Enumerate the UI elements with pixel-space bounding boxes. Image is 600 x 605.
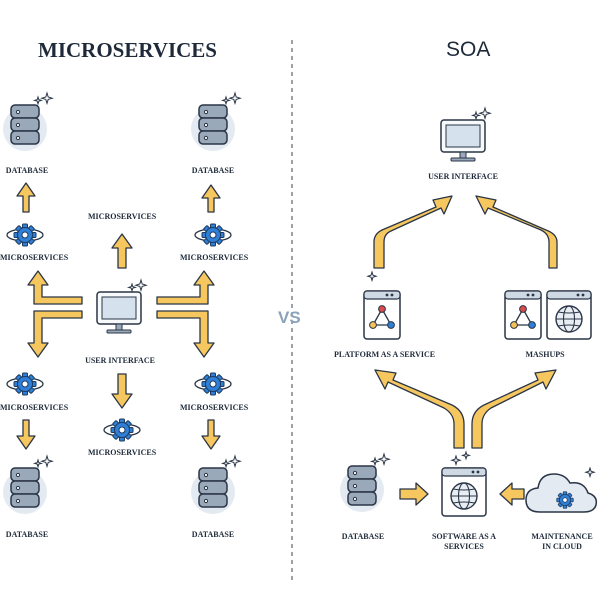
saas-browser-globe-icon bbox=[441, 467, 487, 517]
label-database-top-left: DATABASE bbox=[5, 166, 49, 175]
left-user-interface-monitor-icon bbox=[96, 279, 147, 334]
left-gear-lower-right-icon bbox=[194, 372, 232, 396]
soa-title: SOA bbox=[446, 38, 491, 61]
mashups-browser-globe-icon bbox=[546, 290, 592, 340]
label-saas-line2: SERVICES bbox=[444, 542, 484, 551]
label-microservices-upper-left: MICROSERVICES bbox=[0, 253, 69, 262]
right-arrows bbox=[373, 195, 558, 506]
label-microservices-bottom-center: MICROSERVICES bbox=[88, 448, 157, 457]
label-database-bottom-left: DATABASE bbox=[5, 530, 49, 539]
microservices-title: MICROSERVICES bbox=[38, 38, 217, 62]
label-microservices-top-center: MICROSERVICES bbox=[88, 212, 157, 221]
left-db-bottom-left-icon bbox=[2, 455, 53, 515]
label-microservices-upper-right: MICROSERVICES bbox=[180, 253, 249, 262]
label-maintenance-line2: IN CLOUD bbox=[542, 542, 582, 551]
vs-label: VS bbox=[278, 308, 301, 327]
label-user-interface-left: USER INTERFACE bbox=[85, 356, 155, 365]
maintenance-cloud-icon bbox=[525, 466, 598, 513]
left-gear-upper-left-icon bbox=[6, 223, 44, 247]
label-platform-as-a-service: PLATFORM AS A SERVICE bbox=[334, 350, 436, 359]
label-user-interface-right: USER INTERFACE bbox=[428, 172, 498, 181]
left-gear-bottom-center-icon bbox=[103, 418, 141, 442]
left-db-top-right-icon bbox=[190, 92, 241, 152]
label-database-right: DATABASE bbox=[341, 532, 385, 541]
label-microservices-lower-left: MICROSERVICES bbox=[0, 403, 69, 412]
sparkle-decorations bbox=[366, 270, 472, 467]
right-database-icon bbox=[339, 453, 390, 513]
mashups-browser-graph-icon bbox=[504, 290, 542, 340]
left-arrows bbox=[16, 182, 221, 450]
left-db-top-left-icon bbox=[2, 92, 53, 152]
label-maintenance-line1: MAINTENANCE bbox=[531, 532, 593, 541]
label-microservices-lower-right: MICROSERVICES bbox=[180, 403, 249, 412]
label-saas-line1: SOFTWARE AS A bbox=[431, 532, 497, 541]
right-user-interface-monitor-icon bbox=[440, 107, 491, 162]
left-gear-lower-left-icon bbox=[6, 372, 44, 396]
label-database-bottom-right: DATABASE bbox=[191, 530, 235, 539]
left-db-bottom-right-icon bbox=[190, 455, 241, 515]
label-mashups: MASHUPS bbox=[525, 350, 565, 359]
paas-browser-icon bbox=[363, 290, 401, 340]
left-gear-upper-right-icon bbox=[194, 223, 232, 247]
label-database-top-right: DATABASE bbox=[191, 166, 235, 175]
